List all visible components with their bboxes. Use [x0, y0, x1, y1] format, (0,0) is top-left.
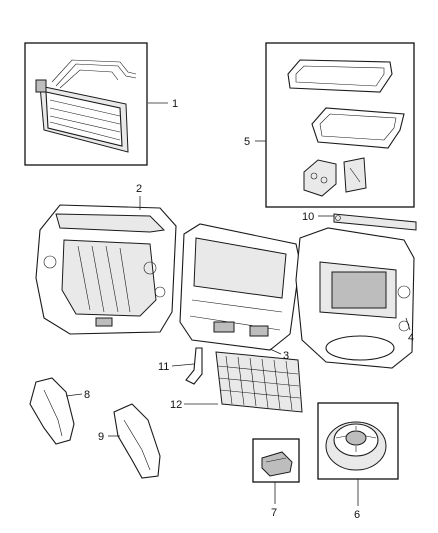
- part-duct-9: [113, 403, 161, 479]
- callout-4: 4: [408, 332, 414, 344]
- callout-9: 9: [98, 431, 104, 443]
- callout-6: 6: [354, 509, 360, 521]
- callout-5: 5: [244, 136, 250, 148]
- callout-labels: 1 2 3 4 5 6 7 8 9 10 11 12: [84, 98, 414, 521]
- callout-12: 12: [170, 399, 182, 411]
- callout-11: 11: [158, 361, 169, 373]
- part-blower-motor: [317, 402, 399, 480]
- part-bracket: [333, 213, 417, 231]
- part-duct-8: [29, 377, 75, 445]
- callout-2: 2: [136, 183, 142, 195]
- part-evaporator-housing: [179, 223, 301, 351]
- part-blower-resistor: [252, 438, 300, 483]
- part-drain-hose: [185, 347, 203, 385]
- callout-1: 1: [172, 98, 178, 110]
- callout-10: 10: [302, 211, 314, 223]
- part-seal-kit: [265, 42, 415, 208]
- part-blower-housing: [295, 227, 415, 369]
- callout-8: 8: [84, 389, 90, 401]
- callout-3: 3: [283, 350, 289, 362]
- part-hvac-case: [35, 204, 177, 335]
- part-heater-core: [24, 42, 148, 166]
- part-evaporator-core: [215, 351, 303, 413]
- leader-lines: [65, 102, 411, 506]
- callout-7: 7: [271, 507, 277, 519]
